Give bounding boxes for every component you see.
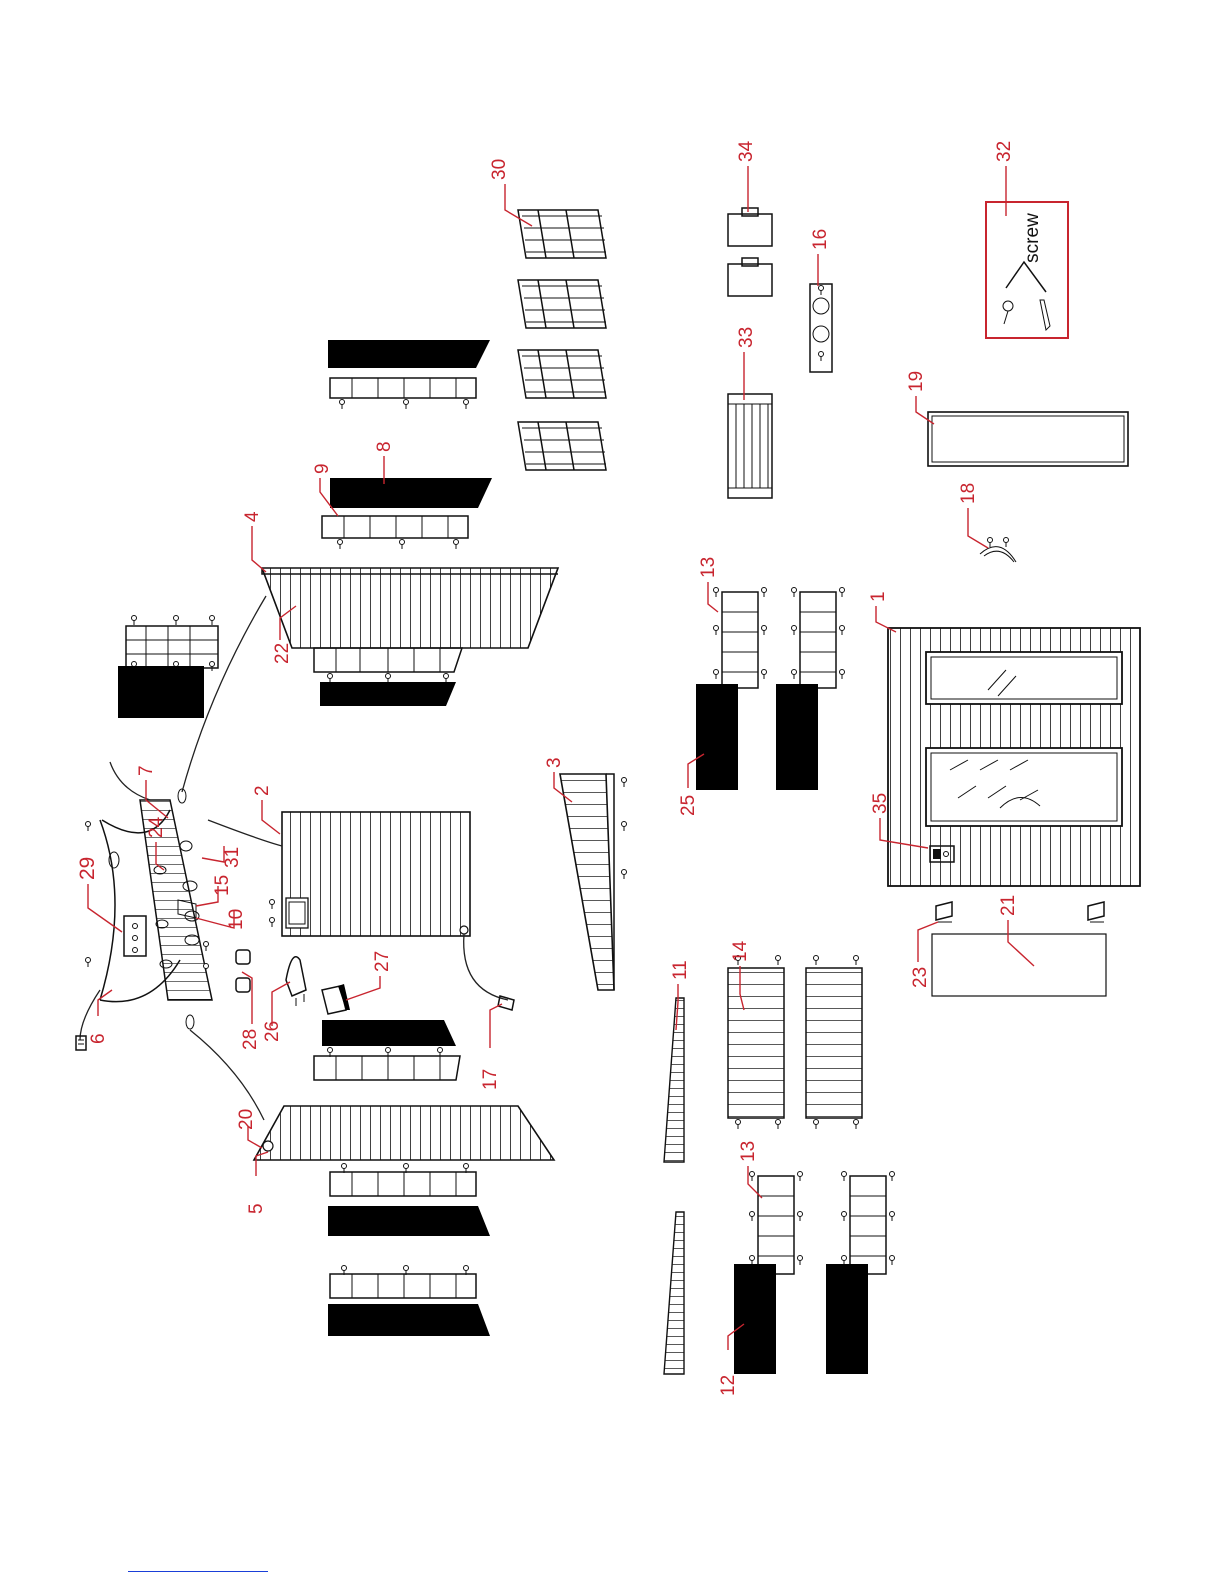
part-6-plug bbox=[76, 1036, 86, 1050]
callout-25: 25 bbox=[678, 795, 699, 816]
callout-16: 16 bbox=[810, 229, 831, 250]
callout-27: 27 bbox=[372, 951, 393, 972]
part-25-pads bbox=[696, 684, 818, 790]
callout-13-lower: 13 bbox=[738, 1141, 759, 1162]
callout-9: 9 bbox=[312, 463, 333, 474]
part-12-pads bbox=[734, 1264, 868, 1374]
part-30-racks bbox=[518, 210, 606, 470]
callout-15: 15 bbox=[212, 875, 233, 896]
callout-22: 22 bbox=[272, 643, 293, 664]
callout-10: 10 bbox=[226, 909, 247, 930]
part-heaters-below-5 bbox=[328, 1164, 490, 1337]
callout-34: 34 bbox=[736, 140, 757, 162]
callout-11: 11 bbox=[670, 960, 691, 980]
part-frame-left-upper bbox=[118, 616, 218, 719]
part-4-side-wall bbox=[262, 568, 558, 648]
callout-28: 28 bbox=[240, 1029, 261, 1050]
callout-14: 14 bbox=[730, 940, 751, 962]
callout-7: 7 bbox=[136, 765, 157, 776]
part-33-backrest bbox=[728, 394, 772, 498]
callout-18: 18 bbox=[958, 483, 979, 504]
callout-19: 19 bbox=[906, 371, 927, 392]
part-3-floor bbox=[560, 774, 627, 990]
part-26-bracket bbox=[286, 957, 306, 1006]
callout-13-upper: 13 bbox=[698, 557, 719, 578]
screw-box-label: screw bbox=[1022, 213, 1043, 263]
callouts: 30 34 32 16 33 19 8 9 4 18 13 1 22 3 25 … bbox=[76, 140, 1019, 1396]
callout-5: 5 bbox=[246, 1203, 267, 1214]
callout-1: 1 bbox=[868, 591, 889, 602]
callout-31: 31 bbox=[222, 847, 243, 868]
callout-23: 23 bbox=[910, 967, 931, 988]
callout-8: 8 bbox=[374, 441, 395, 452]
callout-35: 35 bbox=[870, 793, 891, 814]
part-28-clip bbox=[236, 950, 250, 992]
part-21-glass-panel bbox=[932, 934, 1106, 996]
part-11-bench-slat bbox=[664, 998, 684, 1374]
part-16-control-plate bbox=[810, 284, 832, 372]
part-13-frames-lower bbox=[750, 1172, 895, 1275]
part-19-glass bbox=[928, 412, 1128, 466]
part-heater-under-4 bbox=[314, 648, 462, 706]
callout-29: 29 bbox=[76, 857, 99, 880]
part-18-handle bbox=[980, 538, 1016, 563]
callout-30: 30 bbox=[489, 159, 510, 180]
callout-24: 24 bbox=[146, 816, 167, 838]
part-13-frames-upper bbox=[714, 588, 845, 689]
callout-3: 3 bbox=[544, 757, 565, 768]
part-2-back-wall bbox=[270, 812, 471, 936]
part-32-screw-box: screw bbox=[986, 202, 1068, 338]
callout-33: 33 bbox=[736, 327, 757, 348]
callout-26: 26 bbox=[262, 1021, 283, 1042]
part-34-boxes bbox=[728, 208, 772, 296]
callout-21: 21 bbox=[998, 895, 1019, 916]
callout-20: 20 bbox=[236, 1109, 257, 1130]
part-heater-lower-mid bbox=[314, 1020, 460, 1080]
part-14-bench bbox=[728, 956, 862, 1130]
part-5-side-wall bbox=[254, 1106, 554, 1160]
callout-6: 6 bbox=[88, 1033, 109, 1044]
part-27-block bbox=[322, 984, 350, 1014]
callout-32: 32 bbox=[994, 141, 1015, 162]
callout-4: 4 bbox=[242, 511, 263, 522]
footer-link-underline[interactable] bbox=[128, 1571, 268, 1572]
callout-17: 17 bbox=[480, 1069, 501, 1090]
callout-2: 2 bbox=[252, 785, 273, 796]
part-9-heater-frame-upper bbox=[322, 378, 476, 549]
callout-12: 12 bbox=[718, 1375, 739, 1396]
part-23-hinges bbox=[936, 902, 1104, 922]
part-8-heater-pad-upper bbox=[328, 340, 492, 508]
